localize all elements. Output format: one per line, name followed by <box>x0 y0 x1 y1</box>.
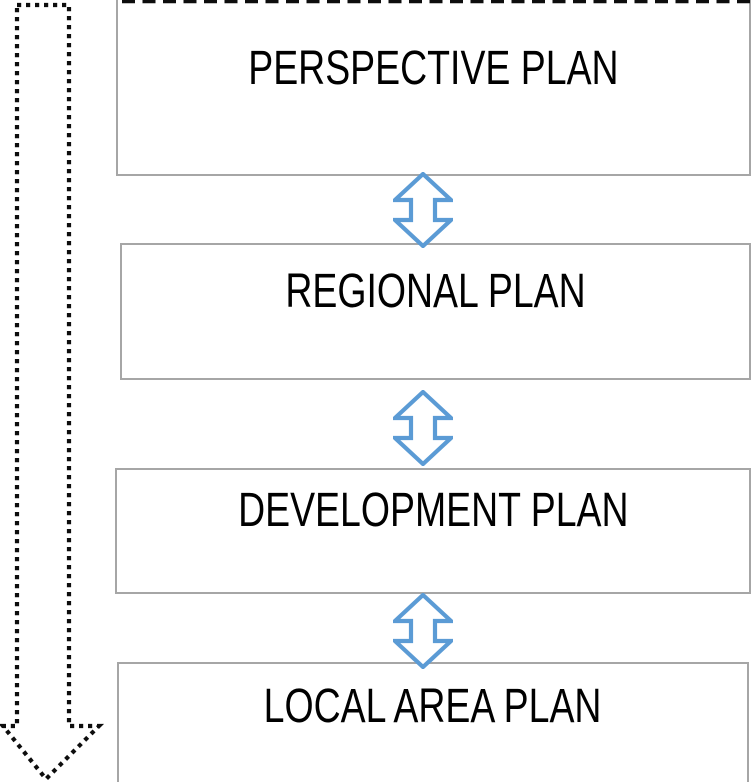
box-label-regional-plan: REGIONAL PLAN <box>285 265 586 318</box>
up-down-arrow-icon <box>393 593 453 669</box>
up-down-arrow-icon <box>393 390 453 466</box>
box-label-perspective-plan: PERSPECTIVE PLAN <box>248 42 619 95</box>
dashed-line <box>122 0 752 4</box>
box-perspective-plan: PERSPECTIVE PLAN <box>116 0 751 176</box>
box-development-plan: DEVELOPMENT PLAN <box>115 468 751 594</box>
downward-dotted-arrow-icon <box>0 2 105 782</box>
box-label-development-plan: DEVELOPMENT PLAN <box>237 484 629 537</box>
box-local-area-plan: LOCAL AREA PLAN <box>117 662 749 782</box>
box-regional-plan: REGIONAL PLAN <box>120 243 751 380</box>
box-label-local-area-plan: LOCAL AREA PLAN <box>264 680 602 733</box>
up-down-arrow-icon <box>393 172 453 248</box>
